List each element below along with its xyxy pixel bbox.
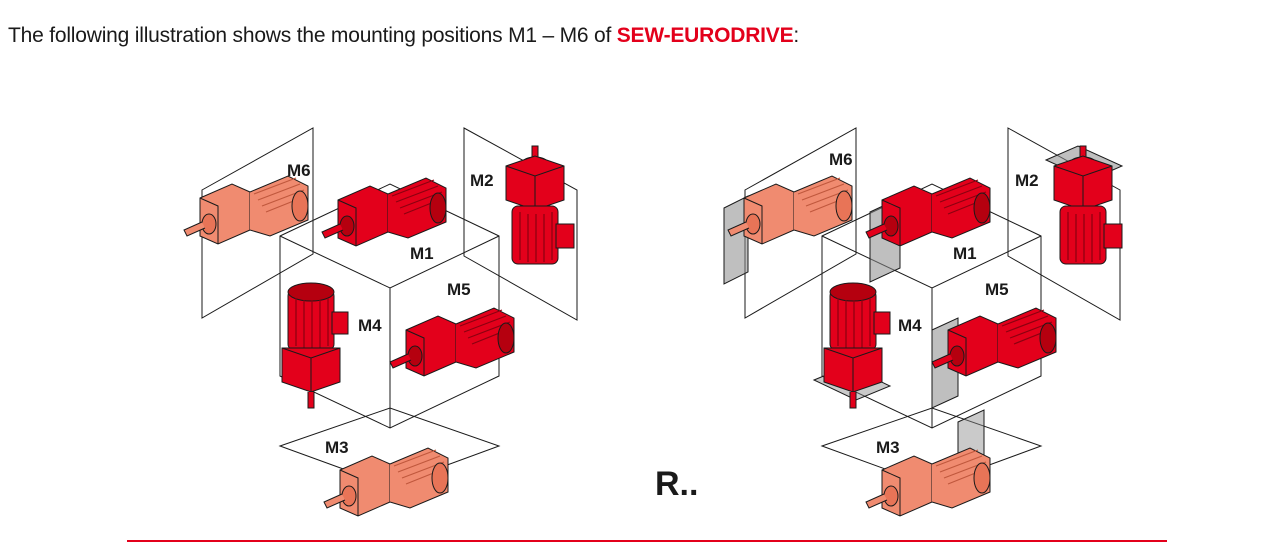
right-m3-label: M3 <box>876 438 900 457</box>
left-m6-label: M6 <box>287 161 311 180</box>
intro-tail: : <box>793 24 800 47</box>
left-m2-label: M2 <box>470 171 494 190</box>
right-m6-label: M6 <box>829 150 853 169</box>
m5-flange-gear-motor <box>931 307 1057 377</box>
right-m2-label: M2 <box>1015 171 1039 190</box>
left-assembly: M1 M2 M3 M4 M5 M6 <box>183 127 578 517</box>
m2-gear-motor <box>505 145 575 265</box>
right-m4-label: M4 <box>898 316 922 335</box>
m4-gear-motor <box>281 282 349 409</box>
footer-divider <box>127 540 1167 542</box>
right-assembly: M1 M2 M3 M4 M5 M6 <box>723 127 1124 517</box>
left-m4-label: M4 <box>358 316 382 335</box>
brand-name: SEW-EURODRIVE <box>616 24 794 47</box>
right-m5-label: M5 <box>985 280 1009 299</box>
m3-gear-motor <box>323 447 449 517</box>
m5-gear-motor <box>389 307 515 377</box>
right-m1-label: M1 <box>953 244 977 263</box>
left-m3-label: M3 <box>325 438 349 457</box>
m6-flange-gear-motor <box>727 175 853 245</box>
left-m1-label: M1 <box>410 244 434 263</box>
m1-flange-gear-motor <box>865 177 991 247</box>
m6-gear-motor <box>183 175 309 245</box>
series-label: R.. <box>655 465 698 503</box>
intro-lead: The following illustration shows the mou… <box>8 24 617 47</box>
m3-flange-gear-motor <box>865 447 991 517</box>
m1-gear-motor <box>321 177 447 247</box>
intro-text: The following illustration shows the mou… <box>8 24 799 48</box>
left-m5-label: M5 <box>447 280 471 299</box>
